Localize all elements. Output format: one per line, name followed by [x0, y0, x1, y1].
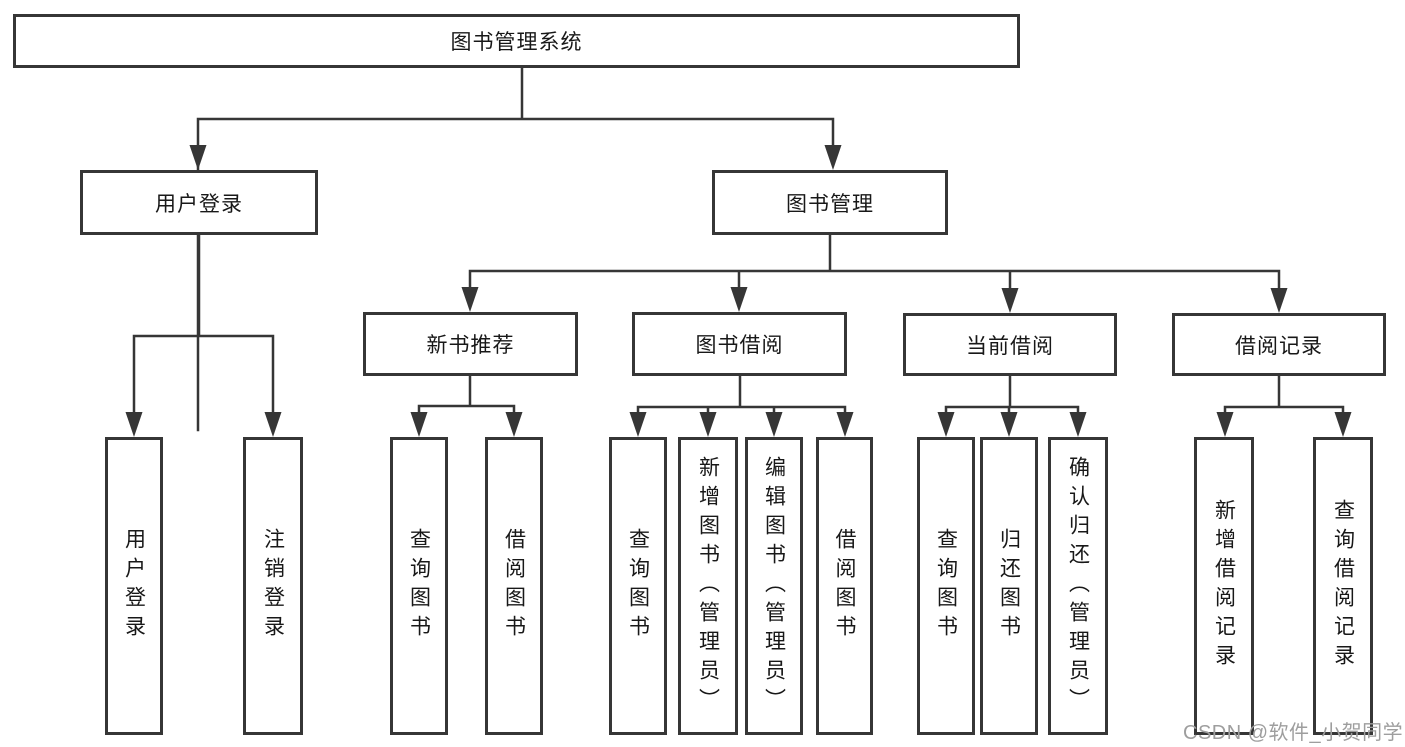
node-label: 用户登录 [155, 192, 243, 216]
node-new-book-recommend: 新书推荐 [363, 312, 578, 376]
leaf-label: 借阅图书 [833, 528, 856, 644]
node-label: 图书借阅 [695, 334, 784, 357]
leaf-add-borrow-record: 新增借阅记录 [1194, 437, 1254, 735]
leaf-label: 借阅图书 [502, 528, 526, 644]
node-borrowing-records: 借阅记录 [1172, 313, 1386, 376]
node-user-login: 用户登录 [80, 170, 318, 235]
connector-root-to-level2 [196, 65, 835, 432]
leaf-confirm-return-admin: 确认归还（管理员） [1048, 437, 1108, 735]
leaf-label: 归还图书 [997, 528, 1021, 644]
node-label: 图书管理 [786, 192, 874, 216]
leaf-borrow-books-recommend: 借阅图书 [485, 437, 543, 735]
node-label: 当前借阅 [966, 334, 1054, 358]
node-book-borrowing: 图书借阅 [632, 312, 847, 376]
leaf-query-books-recommend: 查询图书 [390, 437, 448, 735]
node-label: 新书推荐 [426, 334, 515, 357]
leaf-label: 查询图书 [626, 528, 650, 644]
node-book-management: 图书管理 [712, 170, 948, 235]
connector-book-borrowing-children [636, 374, 847, 432]
leaf-label: 用户登录 [122, 528, 146, 644]
leaf-label: 确认归还（管理员） [1066, 455, 1090, 717]
leaf-label: 查询图书 [407, 528, 431, 644]
connector-user-login-children [132, 233, 275, 432]
csdn-watermark: CSDN @软件_小贺同学 [1183, 722, 1404, 744]
arrowheads [125, 145, 1352, 437]
leaf-query-books-current: 查询图书 [917, 437, 975, 735]
leaf-return-book: 归还图书 [980, 437, 1038, 735]
leaf-label: 注销登录 [261, 528, 285, 644]
leaf-logout: 注销登录 [243, 437, 303, 735]
connector-new-book-recommend-children [417, 374, 516, 432]
leaf-label: 查询借阅记录 [1331, 499, 1355, 673]
node-label: 图书管理系统 [450, 31, 583, 54]
node-library-management-system: 图书管理系统 [13, 14, 1020, 68]
leaf-query-borrow-record: 查询借阅记录 [1313, 437, 1373, 735]
connector-book-management-to-level3 [468, 233, 1281, 309]
leaf-label: 新增借阅记录 [1212, 499, 1236, 673]
leaf-label: 查询图书 [934, 528, 958, 644]
node-current-borrowing: 当前借阅 [903, 313, 1117, 376]
leaf-query-books-borrowing: 查询图书 [609, 437, 667, 735]
leaf-add-book-admin: 新增图书（管理员） [678, 437, 738, 735]
leaf-edit-book-admin: 编辑图书（管理员） [745, 437, 803, 735]
leaf-label: 编辑图书（管理员） [762, 455, 786, 717]
leaf-user-login: 用户登录 [105, 437, 163, 735]
leaf-label: 新增图书（管理员） [696, 455, 720, 717]
node-label: 借阅记录 [1235, 334, 1323, 358]
leaf-borrow-books-borrowing: 借阅图书 [816, 437, 873, 735]
connector-borrowing-records-children [1223, 374, 1345, 432]
